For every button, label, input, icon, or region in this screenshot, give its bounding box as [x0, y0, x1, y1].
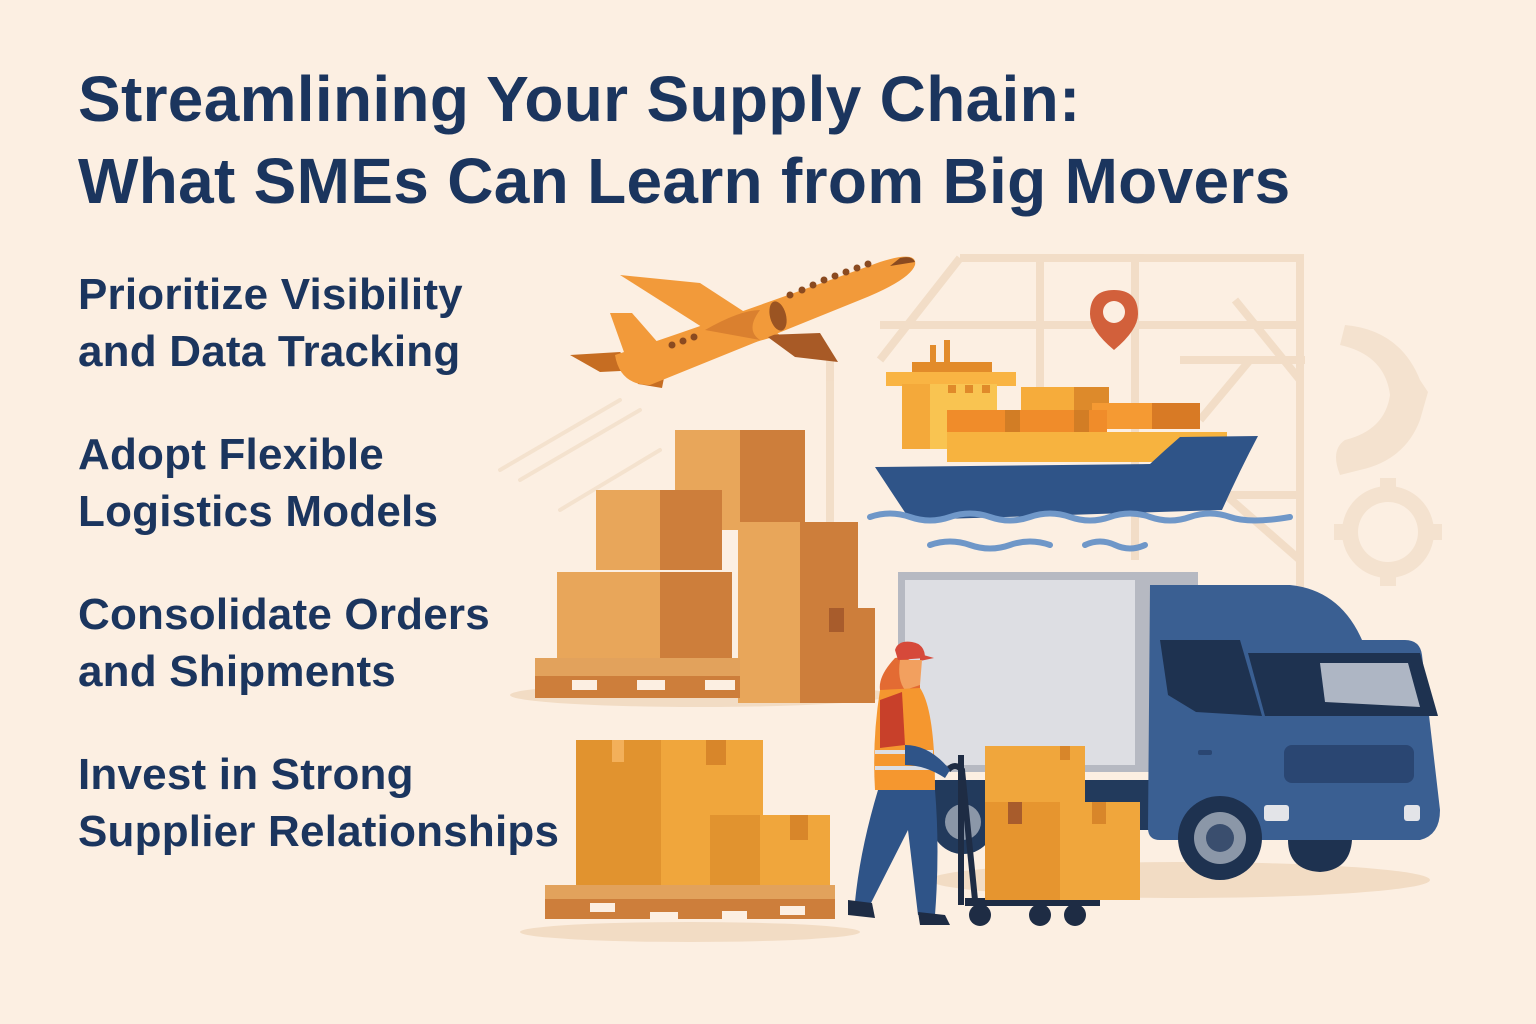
pallet-icon — [535, 658, 740, 698]
box-stack-icon — [520, 740, 860, 942]
title-line-2: What SMEs Can Learn from Big Movers — [78, 145, 1291, 217]
pallet-icon — [545, 885, 835, 921]
tip-item-flexible-logistics: Adopt Flexible Logistics Models — [78, 426, 559, 540]
tip-item-visibility: Prioritize Visibility and Data Tracking — [78, 266, 559, 380]
tip-line: and Data Tracking — [78, 327, 461, 376]
delivery-truck-icon — [898, 572, 1440, 898]
location-pin-icon — [1090, 290, 1138, 350]
tip-line: and Shipments — [78, 647, 396, 696]
airplane-icon — [570, 256, 916, 388]
tip-line: Prioritize Visibility — [78, 270, 463, 319]
gear-icon — [1334, 325, 1442, 586]
box-stack-icon — [510, 430, 890, 707]
title-line-1: Streamlining Your Supply Chain: — [78, 63, 1081, 135]
tip-line: Adopt Flexible — [78, 430, 384, 479]
worker-icon — [848, 641, 950, 925]
page-title: Streamlining Your Supply Chain: What SME… — [78, 58, 1290, 222]
tip-line: Supplier Relationships — [78, 807, 560, 856]
tip-item-consolidate: Consolidate Orders and Shipments — [78, 586, 559, 700]
tips-list: Prioritize Visibility and Data Tracking … — [78, 266, 559, 906]
tip-item-suppliers: Invest in Strong Supplier Relationships — [78, 746, 559, 860]
hand-truck-icon — [945, 746, 1140, 926]
motion-lines — [498, 398, 662, 512]
tip-line: Consolidate Orders — [78, 590, 490, 639]
tip-line: Invest in Strong — [78, 750, 414, 799]
tip-line: Logistics Models — [78, 487, 439, 536]
cargo-ship-icon — [867, 340, 1293, 552]
